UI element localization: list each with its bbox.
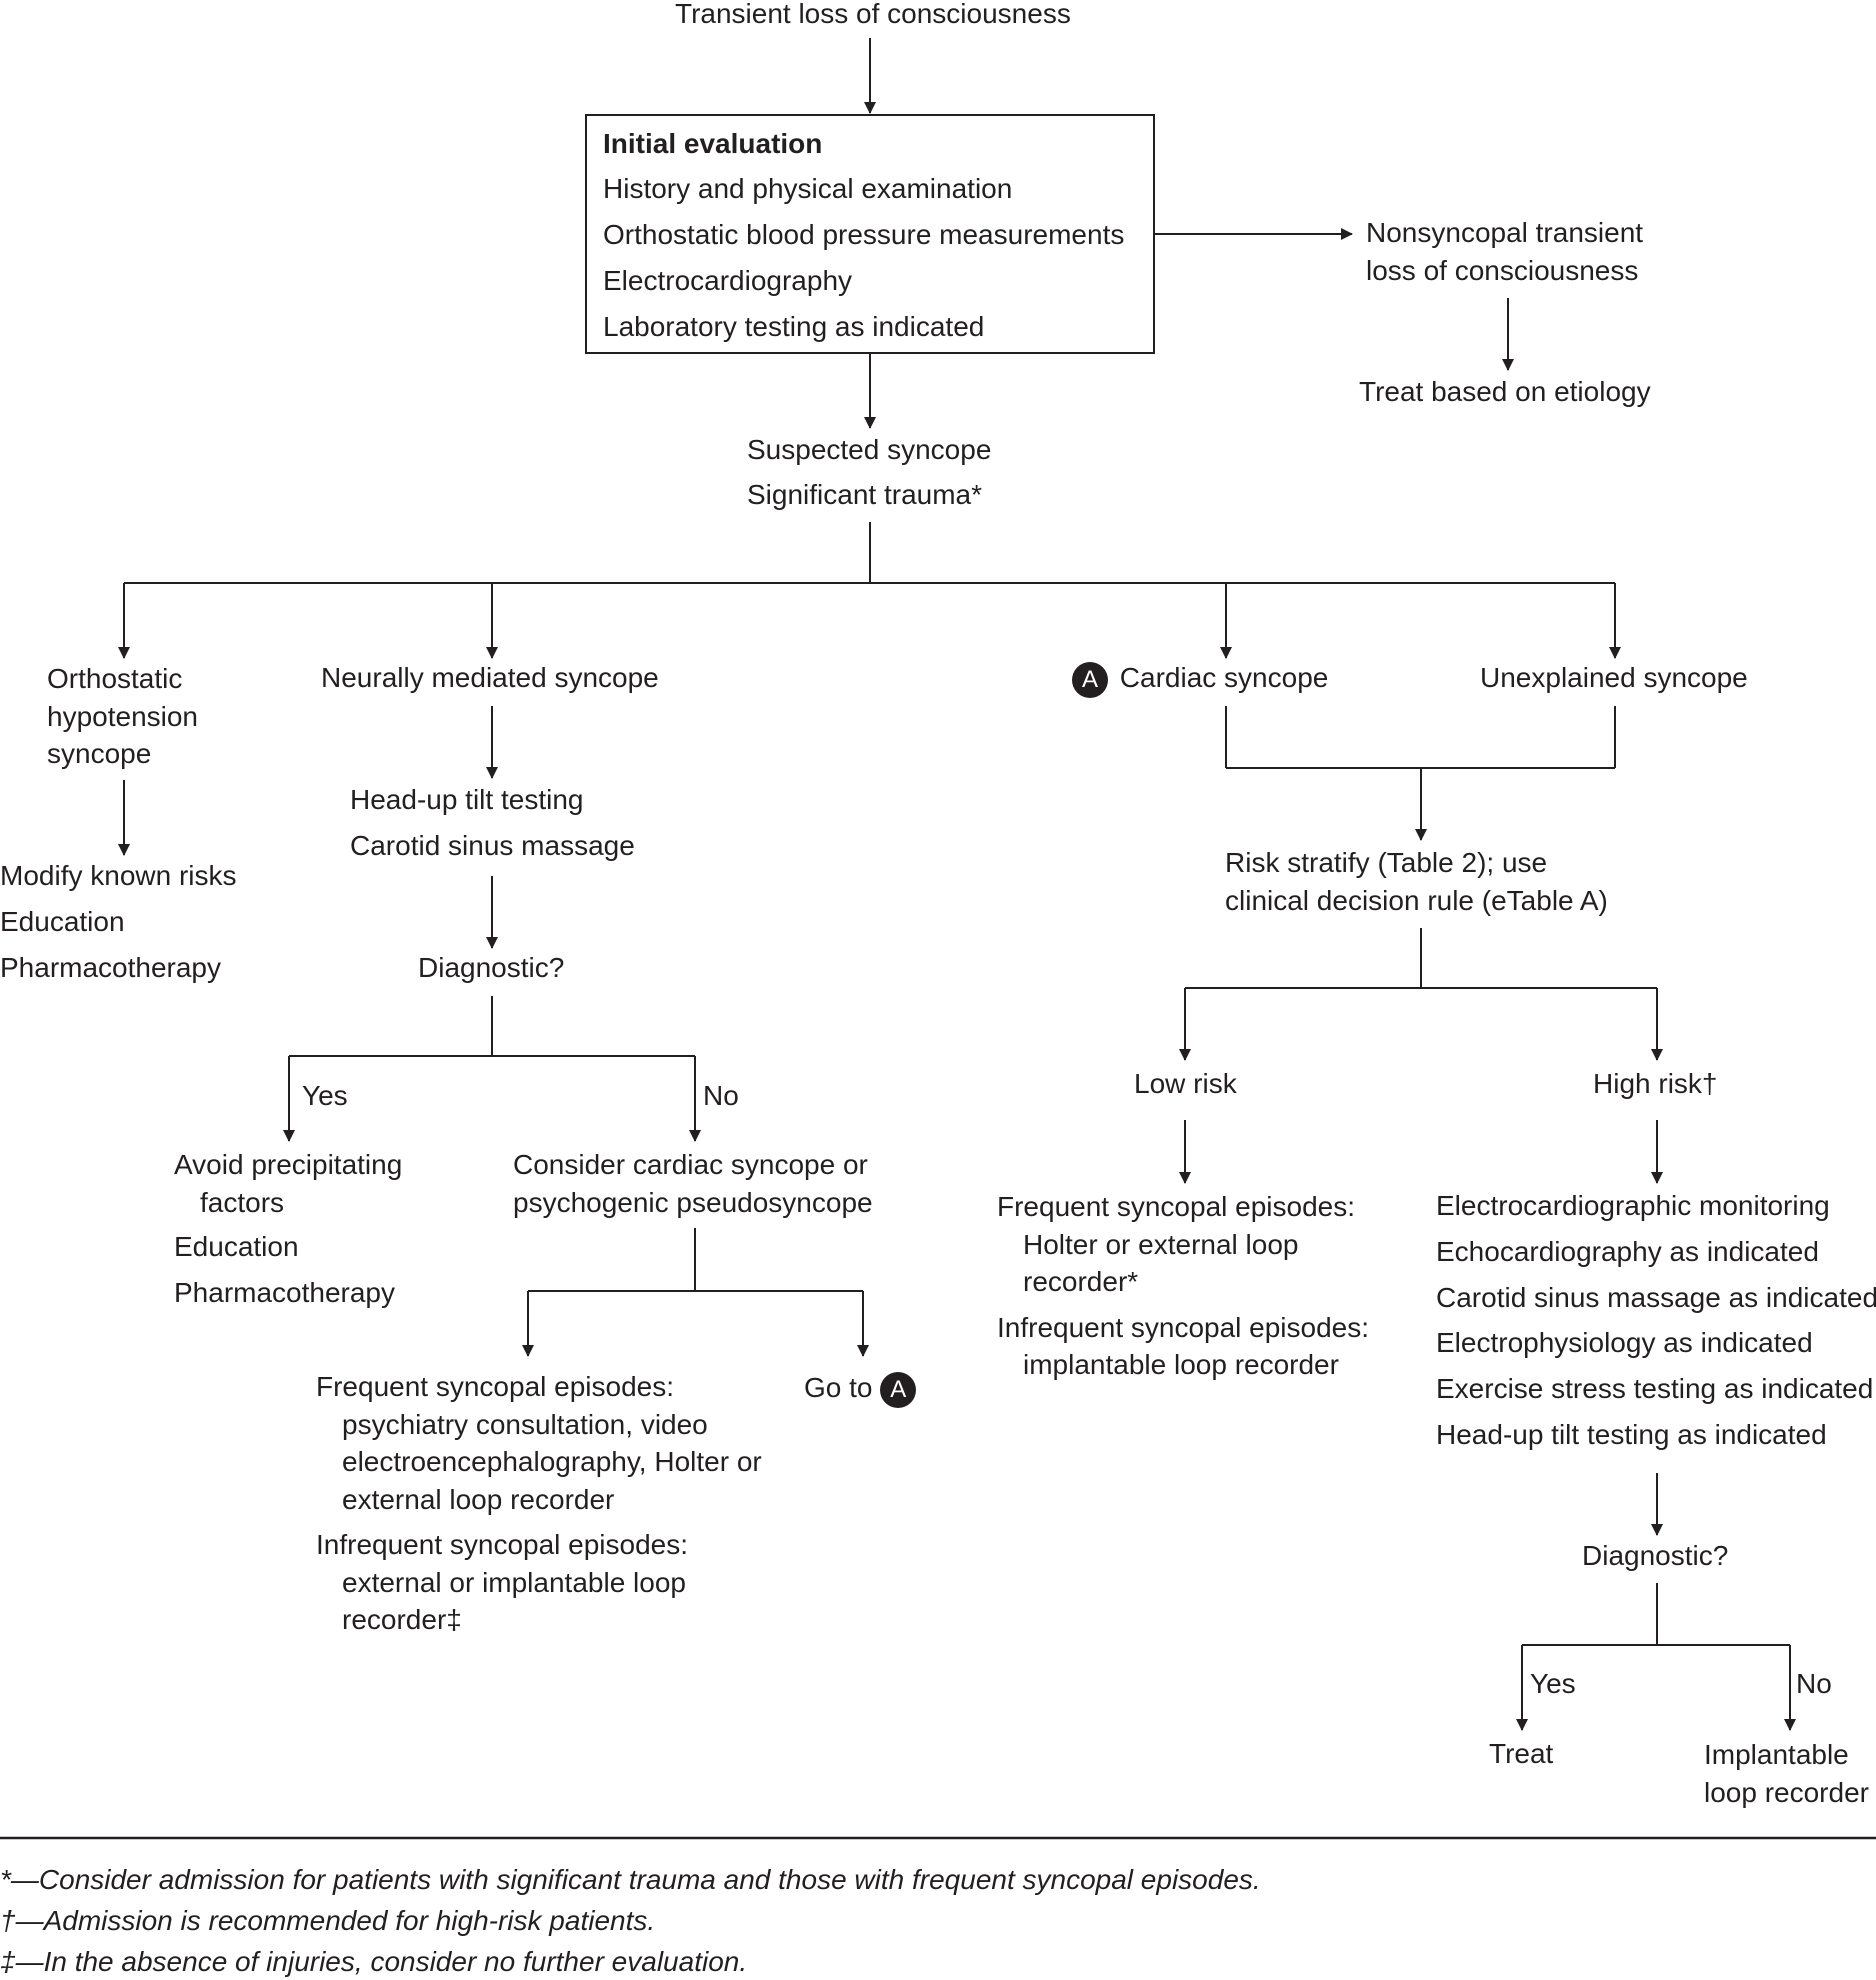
- start-node: Transient loss of consciousness: [675, 0, 1071, 29]
- neural-yes-action: Pharmacotherapy: [174, 1277, 396, 1308]
- high-risk-item: Exercise stress testing as indicated: [1436, 1373, 1874, 1404]
- consider-cardiac-node: Consider cardiac syncope or psychogenic …: [513, 1149, 873, 1218]
- neural-yes-label: Yes: [302, 1080, 348, 1111]
- cardiac-syncope-label: Cardiac syncope: [1119, 662, 1329, 693]
- high-risk-item: Carotid sinus massage as indicated: [1436, 1282, 1876, 1313]
- high-risk-node: High risk†: [1593, 1068, 1718, 1099]
- neural-yes-action: Education: [174, 1231, 299, 1262]
- orthostatic-action: Pharmacotherapy: [0, 952, 222, 983]
- neural-infrequent-episodes: Infrequent syncopal episodes: external o…: [316, 1529, 689, 1635]
- suspected-syncope-label: Suspected syncope: [747, 434, 992, 465]
- neural-test: Carotid sinus massage: [350, 830, 635, 861]
- initial-evaluation-item: Laboratory testing as indicated: [603, 311, 985, 342]
- orthostatic-syncope-node: Orthostatic hypotension syncope: [47, 663, 199, 769]
- goto-node: Go to A: [804, 1370, 917, 1408]
- high-risk-item: Echocardiography as indicated: [1436, 1236, 1819, 1267]
- neural-yes-actions: Avoid precipitating factors Education Ph…: [174, 1146, 450, 1311]
- high-risk-yes-label: Yes: [1530, 1668, 1576, 1699]
- cardiac-badge: A: [1072, 661, 1108, 698]
- high-risk-item: Electrocardiographic monitoring: [1436, 1190, 1830, 1221]
- initial-evaluation-item: History and physical examination: [603, 173, 1013, 204]
- significant-trauma-label: Significant trauma*: [747, 479, 983, 510]
- orthostatic-action: Modify known risks: [0, 860, 237, 891]
- low-risk-frequent-episodes: Frequent syncopal episodes: Holter or ex…: [997, 1191, 1355, 1297]
- high-risk-diagnostic-question: Diagnostic?: [1582, 1540, 1729, 1571]
- nonsyncopal-node: Nonsyncopal transient loss of consciousn…: [1366, 217, 1644, 286]
- initial-evaluation-item: Electrocardiography: [603, 265, 853, 296]
- neural-yes-action: Avoid precipitating factors: [174, 1149, 403, 1218]
- low-risk-options: Frequent syncopal episodes: Holter or ex…: [997, 1188, 1423, 1384]
- neural-episode-options: Frequent syncopal episodes: psychiatry c…: [316, 1368, 782, 1639]
- goto-label: Go to: [804, 1372, 873, 1403]
- neural-diagnostic-question: Diagnostic?: [418, 952, 565, 983]
- high-risk-no-label: No: [1796, 1668, 1832, 1699]
- risk-stratify-node: Risk stratify (Table 2); use clinical de…: [1225, 847, 1608, 916]
- orthostatic-action: Education: [0, 906, 125, 937]
- initial-evaluation-title: Initial evaluation: [603, 128, 823, 159]
- unexplained-syncope-node: Unexplained syncope: [1480, 662, 1748, 693]
- treat-node: Treat: [1489, 1738, 1554, 1769]
- initial-evaluation-item: Orthostatic blood pressure measurements: [603, 219, 1125, 250]
- high-risk-item: Head-up tilt testing as indicated: [1436, 1419, 1827, 1450]
- goto-badge: A: [880, 1371, 917, 1408]
- footnote: *—Consider admission for patients with s…: [0, 1864, 1261, 1895]
- neural-test: Head-up tilt testing: [350, 784, 584, 815]
- neural-frequent-episodes: Frequent syncopal episodes: psychiatry c…: [316, 1371, 762, 1515]
- high-risk-item: Electrophysiology as indicated: [1436, 1327, 1813, 1358]
- low-risk-infrequent-episodes: Infrequent syncopal episodes: implantabl…: [997, 1311, 1370, 1381]
- low-risk-node: Low risk: [1134, 1068, 1237, 1099]
- implantable-loop-recorder-node: Implantable loop recorder: [1704, 1739, 1869, 1808]
- treat-etiology-node: Treat based on etiology: [1359, 376, 1651, 407]
- cardiac-syncope-node: A Cardiac syncope: [1072, 660, 1328, 698]
- footnote: ‡—In the absence of injuries, consider n…: [0, 1946, 748, 1977]
- neural-no-label: No: [703, 1080, 739, 1111]
- neurally-mediated-node: Neurally mediated syncope: [321, 662, 659, 693]
- footnote: †—Admission is recommended for high-risk…: [0, 1905, 656, 1936]
